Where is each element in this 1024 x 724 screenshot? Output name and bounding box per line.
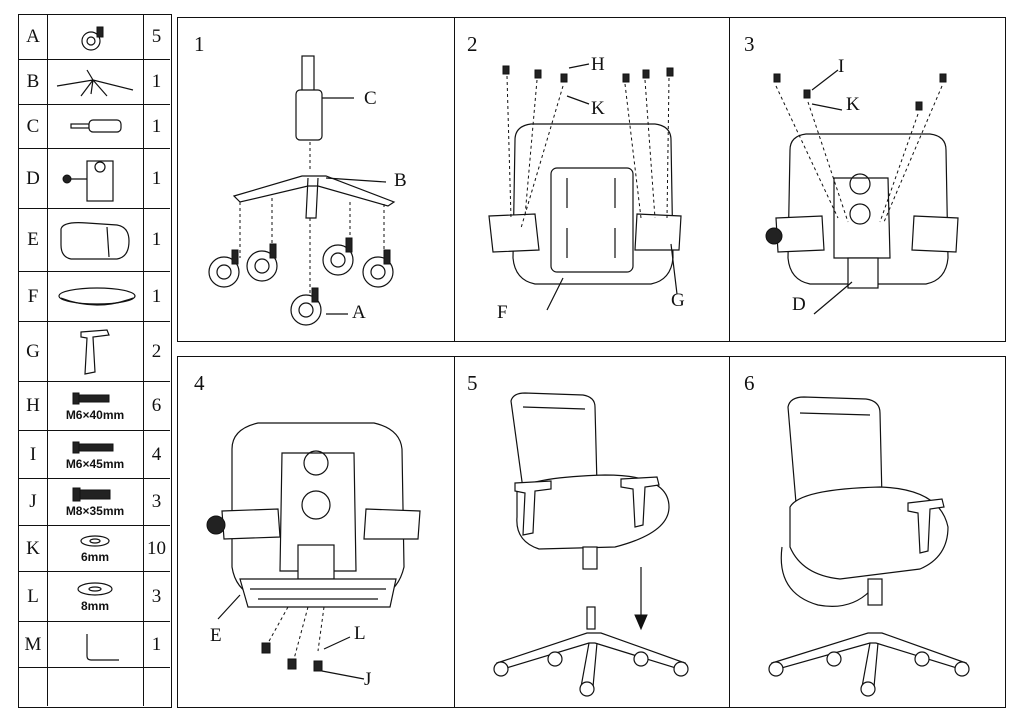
- armrest-icon: [47, 322, 144, 381]
- callout-h: H: [591, 54, 605, 75]
- part-row-h: H M6×40mm 6: [19, 382, 170, 431]
- caster-wheel-icon: [246, 243, 278, 282]
- seat-cushion-icon: [47, 272, 144, 321]
- step-number: 5: [467, 371, 478, 395]
- part-qty: [143, 668, 170, 706]
- washer-icon: 6mm: [47, 526, 144, 571]
- part-letter: I: [19, 431, 48, 478]
- part-spec: M8×35mm: [65, 504, 125, 518]
- callout-i: I: [838, 56, 845, 77]
- step-4-panel: 4 E L J: [177, 356, 455, 708]
- part-spec: 6mm: [80, 549, 109, 564]
- callout-b: B: [394, 170, 407, 191]
- bolt-icon: M6×40mm: [47, 382, 144, 430]
- step-5-panel: 5: [454, 356, 730, 708]
- chair-onto-base-drawing: [493, 392, 689, 697]
- seat-and-armrests-drawing: [488, 63, 682, 311]
- caster-wheel-icon: [290, 287, 322, 326]
- part-letter: M: [19, 622, 48, 667]
- step-number: 2: [467, 32, 478, 56]
- part-letter: [19, 668, 48, 706]
- part-qty: 1: [151, 115, 162, 137]
- callout-c: C: [364, 88, 377, 109]
- part-row-a: A 5: [19, 15, 170, 60]
- part-row-i: I M6×45mm 4: [19, 431, 170, 479]
- caster-wheel-icon: [322, 237, 354, 276]
- tilt-mechanism-icon: [47, 149, 144, 208]
- backrest-icon: [47, 209, 144, 271]
- callout-l: L: [354, 623, 366, 644]
- step-number: 1: [194, 32, 205, 56]
- part-spec: 8mm: [80, 598, 109, 613]
- part-qty: 4: [151, 443, 162, 465]
- backrest-attach-drawing: [206, 422, 421, 680]
- step-number: 6: [744, 371, 755, 395]
- part-qty: 1: [151, 285, 162, 307]
- step-2-panel: 2 H K F G: [454, 17, 730, 342]
- step-number: 3: [744, 32, 755, 56]
- part-letter: H: [19, 382, 48, 430]
- callout-k: K: [591, 98, 605, 119]
- parts-list-table: A 5 B 1 C 1 D 1 E 1 F 1: [18, 14, 172, 708]
- part-letter: J: [19, 479, 48, 525]
- part-letter: D: [19, 149, 48, 208]
- part-spec: M6×45mm: [65, 456, 125, 471]
- part-letter: G: [19, 322, 48, 381]
- callout-k: K: [846, 94, 860, 115]
- base-and-casters-drawing: [208, 55, 396, 326]
- part-picture-empty: [47, 668, 144, 706]
- part-row-d: D 1: [19, 149, 170, 209]
- part-letter: F: [19, 272, 48, 321]
- bolt-icon: M6×45mm: [47, 431, 144, 478]
- caster-wheel-icon: [362, 249, 394, 288]
- step-3-panel: 3 I K D: [729, 17, 1006, 342]
- five-star-base-icon: [47, 60, 144, 104]
- part-row-f: F 1: [19, 272, 170, 322]
- part-qty: 5: [151, 26, 162, 47]
- callout-a: A: [352, 302, 366, 323]
- completed-chair-drawing: [768, 396, 970, 697]
- part-spec: M6×40mm: [65, 408, 125, 422]
- gas-cylinder-icon: [47, 105, 144, 148]
- part-row-c: C 1: [19, 105, 170, 149]
- part-row-empty: [19, 668, 170, 706]
- part-row-g: G 2: [19, 322, 170, 382]
- callout-e: E: [210, 625, 222, 646]
- part-letter: K: [19, 526, 48, 571]
- step-1-panel: 1 C B A: [177, 17, 455, 342]
- part-qty: 1: [151, 167, 162, 189]
- part-letter: C: [19, 105, 48, 148]
- part-row-l: L 8mm 3: [19, 572, 170, 622]
- part-qty: 6: [151, 395, 162, 416]
- part-qty: 3: [151, 585, 162, 607]
- hex-key-icon: [47, 622, 144, 667]
- part-qty: 3: [151, 491, 162, 512]
- part-letter: L: [19, 572, 48, 621]
- bolt-icon: M8×35mm: [47, 479, 144, 525]
- caster-wheel-icon: [208, 249, 240, 288]
- part-row-e: E 1: [19, 209, 170, 272]
- part-letter: B: [19, 60, 48, 104]
- caster-wheel-icon: [47, 15, 144, 59]
- part-qty: 10: [147, 537, 166, 559]
- part-qty: 1: [151, 633, 162, 655]
- callout-f: F: [497, 302, 508, 323]
- step-6-panel: 6: [729, 356, 1006, 708]
- callout-d: D: [792, 294, 806, 315]
- part-qty: 1: [151, 71, 162, 92]
- part-row-b: B 1: [19, 60, 170, 105]
- callout-j: J: [364, 669, 372, 690]
- part-row-k: K 6mm 10: [19, 526, 170, 572]
- part-qty: 1: [151, 229, 162, 250]
- part-row-j: J M8×35mm 3: [19, 479, 170, 526]
- step-number: 4: [194, 371, 205, 395]
- mechanism-attach-drawing: [765, 69, 959, 315]
- part-qty: 2: [151, 340, 162, 362]
- part-letter: A: [19, 15, 48, 59]
- callout-g: G: [671, 290, 685, 311]
- washer-icon: 8mm: [47, 572, 144, 621]
- part-letter: E: [19, 209, 48, 271]
- part-row-m: M 1: [19, 622, 170, 668]
